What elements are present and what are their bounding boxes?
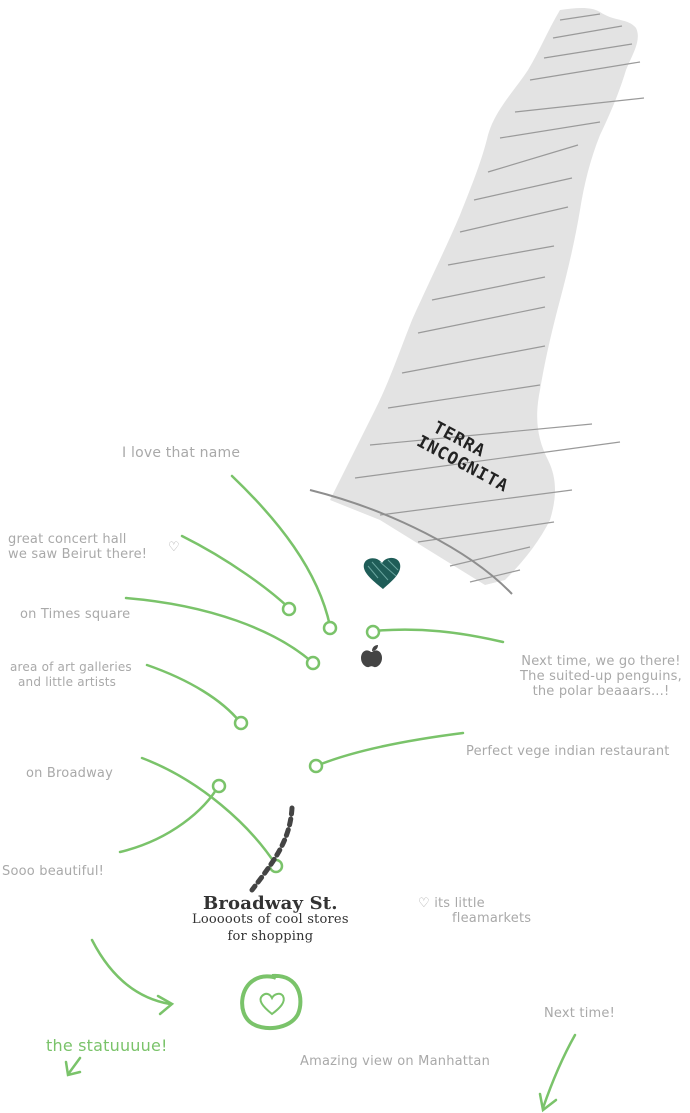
- hatch-lines: [354, 13, 645, 583]
- heart-icon: [363, 557, 401, 589]
- annotation-concert-hall: great concert hall we saw Beirut there!: [8, 532, 148, 562]
- leader-lines: [67, 474, 577, 1110]
- annotation-times-square: on Times square: [20, 607, 131, 622]
- annotation-next-time-there: Next time, we go there! The suited-up pe…: [520, 654, 682, 699]
- annotation-art-galleries: area of art galleries and little artists: [10, 660, 132, 689]
- land-mass: [330, 8, 638, 585]
- apple-icon: [361, 645, 382, 668]
- broadway-dashed-line: [249, 805, 295, 893]
- annotation-statue: the statuuuue!: [46, 1036, 168, 1055]
- arrowheads: [64, 994, 558, 1113]
- small-heart-icon: ♡: [168, 540, 180, 555]
- annotation-love-name: I love that name: [122, 445, 241, 461]
- annotation-fleamarkets: ♡ its little fleamarkets: [418, 896, 532, 926]
- heart-outline-icon: [240, 973, 303, 1031]
- annotation-beautiful: Sooo beautiful!: [2, 864, 105, 879]
- location-pins: [211, 601, 381, 874]
- annotation-view: Amazing view on Manhattan: [300, 1054, 491, 1069]
- annotation-next-time-short: Next time!: [544, 1006, 615, 1021]
- annotation-indian-restaurant: Perfect vege indian restaurant: [466, 744, 670, 759]
- boundary-arc: [309, 489, 513, 595]
- annotation-broadway: on Broadway: [26, 766, 113, 781]
- broadway-st-label: Broadway St. Looooots of cool stores for…: [192, 893, 349, 945]
